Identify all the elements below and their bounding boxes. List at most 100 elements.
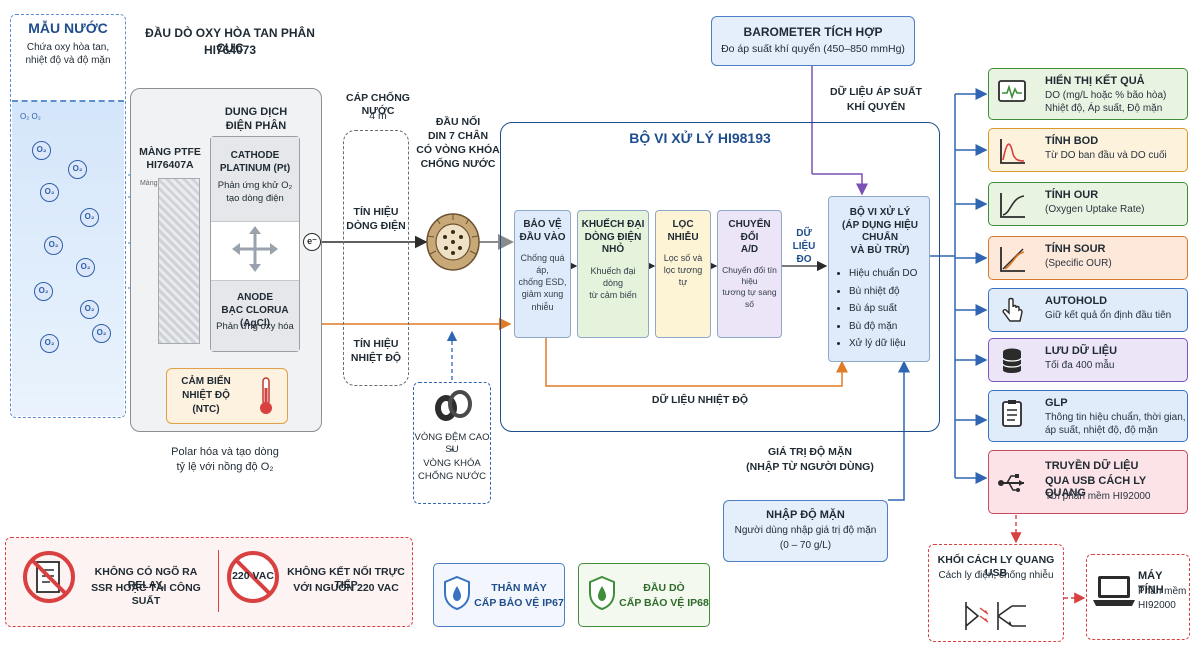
output-storage[interactable]: LƯU DỮ LIỆU Tối đa 400 mẫu [988,338,1188,382]
output-desc: Thông tin hiệu chuẩn, thời gian,áp suất,… [1045,412,1186,437]
output-title: TÍNH OUR [1045,189,1099,201]
electron-node: e⁻ [303,233,321,251]
output-autohold[interactable]: AUTOHOLD Giữ kết quả ổn định đầu tiên [988,288,1188,332]
stage-desc-3: giảm xung nhiễu [521,289,564,312]
output-desc: (Oxygen Uptake Rate) [1045,204,1145,217]
current-signal-label: TÍN HIỆU [353,206,399,218]
cpu-function-list: Hiệu chuẩn DO Bù nhiệt độ Bù áp suất Bù … [837,265,923,353]
output-display[interactable]: HIỂN THỊ KẾT QUẢ DO (mg/L hoặc % bão hòa… [988,68,1188,120]
stage-title: KHUẾCH ĐẠI [581,219,645,230]
barometer-desc: Đo áp suất khí quyển (450–850 mmHg) [721,43,905,55]
stage-desc-2: lọc tương tự [663,265,703,288]
processor-title: BỘ VI XỬ LÝ HI98193 [629,130,771,146]
usb-icon [998,474,1024,492]
cathode-desc: Phản ứng khử O₂ [217,180,293,191]
sensor-title: CẢM BIẾN [181,376,231,387]
output-sour[interactable]: TÍNH SOUR (Specific OUR) [988,236,1188,280]
isolation-desc: Cách ly điện, chống nhiễu [938,570,1054,581]
output-usb[interactable]: TRUYỀN DỮ LIỆU QUA USB CÁCH LY QUANG Tới… [988,450,1188,514]
output-desc-line: Thông tin hiệu chuẩn, thời gian, [1045,412,1186,423]
temp-signal-label-2: NHIỆT ĐỘ [350,352,402,364]
sensor-title-3: (NTC) [192,404,220,415]
stage-desc: Lọc số và [663,253,703,263]
stage-title-2: A/D [740,244,759,255]
cathode-title: CATHODE [230,150,280,161]
thermometer-icon [260,377,272,414]
electron-label: e⁻ [307,236,317,246]
oxygen-bubble: O₂ [40,183,59,202]
dual-line-chart-icon [1000,247,1025,272]
ion-flow-cross-icon [232,226,278,272]
cpu-title-2: (ÁP DỤNG HIỆU CHUẨN [842,219,918,244]
measure-data-label: DỮ [796,228,812,239]
connector-title-3: CÓ VÒNG KHÓA [416,144,500,156]
probe-model: HI764073 [203,43,257,57]
output-desc: Tới phần mềm HI92000 [1045,491,1151,504]
no-relay-text: KHÔNG CÓ NGÕ RA RELAY, [94,566,198,592]
output-our[interactable]: TÍNH OUR (Oxygen Uptake Rate) [988,182,1188,226]
pressure-data-label-2: KHÍ QUYỂN [846,101,906,113]
connector-title-2: DIN 7 CHÂN [427,130,489,142]
barometer-box [711,16,915,66]
output-desc: Từ DO ban đầu và DO cuối [1045,150,1167,163]
no-relay-icon [23,551,75,603]
pressure-data-label: DỮ LIỆU ÁP SUẤT [830,86,922,98]
output-desc-line: Từ DO ban đầu và DO cuối [1045,150,1167,161]
output-title-2: QUA USB CÁCH LY QUANG [1045,475,1147,499]
cathode-block [211,137,299,222]
output-title: AUTOHOLD [1045,295,1108,307]
output-title: TRUYỀN DỮ LIỆU [1045,460,1139,472]
seal-lock-label-2: CHỐNG NƯỚC [418,471,486,482]
output-desc-line: DO (mg/L hoặc % bão hòa) [1045,90,1167,101]
computer-desc: Phần mềm [1138,586,1187,597]
output-desc-line: (Oxygen Uptake Rate) [1045,204,1145,215]
curve-chart-icon [1000,139,1025,164]
anode-desc: Phản ứng oxy hóa [216,321,294,332]
output-glp[interactable]: GLP Thông tin hiệu chuẩn, thời gian,áp s… [988,390,1188,442]
connector-title: ĐẦU NỐI [435,116,481,128]
cpu-title-3: VÀ BÙ TRỪ) [850,244,910,256]
oxygen-bubble: O₂ [80,208,99,227]
salinity-title: NHẬP ĐỘ MẶN [766,509,845,521]
barometer-title: BAROMETER TÍCH HỢP [743,25,883,39]
oxygen-bubble: O₂ [44,236,63,255]
probe-title: ĐẦU DÒ OXY HÒA TAN PHÂN CỰC [145,26,315,55]
output-desc-line: Nhiệt độ, Áp suất, Độ mặn [1045,102,1163,114]
seal-label: VÒNG ĐỆM CAO SU [414,432,490,455]
stage-title: BẢO VỆ [523,219,562,230]
cable-length: 4 m [369,110,387,122]
cathode-title-2: PLATINUM (Pt) [219,163,291,174]
output-bod[interactable]: TÍNH BOD Từ DO ban đầu và DO cuối [988,128,1188,172]
sensor-title-2: NHIỆT ĐỘ [182,390,230,401]
salinity-label: GIÁ TRỊ ĐỘ MẶN [768,446,852,458]
shield-drop-icon [589,575,615,611]
din-connector-icon [426,213,480,271]
rubber-seal-icon [435,390,472,421]
measure-data-label-2: LIỆU ĐO [792,241,816,265]
oxygen-bubble: O₂ [80,300,99,319]
ip68-title: ĐẦU DÒ [643,582,685,594]
cpu-item: Xử lý dữ liệu [849,335,923,353]
output-desc-line: Giữ kết quả ổn định đầu tiên [1045,310,1172,321]
water-body [12,100,124,416]
membrane-label: MÀNG PTFE [139,146,201,158]
stage-desc: Chống quá áp, [520,253,565,276]
oxygen-bubble: O₂ [76,258,95,277]
cpu-title: BỘ VI XỬ LÝ [849,207,911,218]
usb-isolation-box [928,544,1064,642]
computer-software: HI92000 [1138,600,1176,611]
output-desc-line: (Specific OUR) [1045,258,1112,269]
output-desc: DO (mg/L hoặc % bão hòa)Nhiệt độ, Áp suấ… [1045,90,1166,115]
hand-pointer-icon [1002,297,1023,322]
connector-title-4: CHỐNG NƯỚC [420,158,496,170]
salinity-input-box[interactable] [723,500,888,562]
no-relay-text-2: SSR HOẶC TẢI CÔNG SUẤT [91,582,201,608]
laptop-icon [1093,576,1135,606]
output-title: LƯU DỮ LIỆU [1045,345,1118,357]
stage-title-2: DÒNG ĐIỆN NHỎ [584,231,642,256]
ptfe-membrane [158,178,200,344]
display-icon [998,80,1026,102]
shield-water-icon [444,575,470,611]
warning-divider [218,550,219,612]
